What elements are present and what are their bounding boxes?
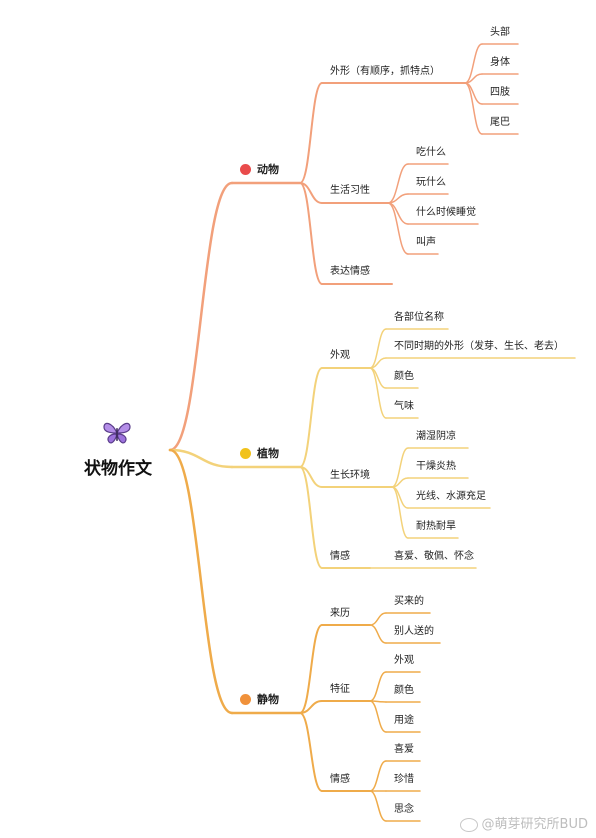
connector-line xyxy=(168,448,234,715)
connector-line xyxy=(369,624,387,644)
connector-line xyxy=(387,163,409,204)
connector-line xyxy=(369,612,387,626)
object-origin: 来历 xyxy=(330,608,350,619)
object-features-item: 外观 xyxy=(394,655,414,666)
animal-appearance-item: 尾巴 xyxy=(490,117,510,128)
connector-line xyxy=(369,760,387,792)
root-title: 状物作文 xyxy=(84,459,152,479)
object-emotion-item: 思念 xyxy=(394,804,414,815)
animal-dot xyxy=(240,164,251,175)
object-dot xyxy=(240,694,251,705)
object-emotion-item: 喜爱 xyxy=(394,744,414,755)
connector-line xyxy=(464,82,483,135)
connector-line xyxy=(168,181,234,452)
plant-environment-item: 干燥炎热 xyxy=(416,461,456,472)
connector-line xyxy=(369,700,387,733)
plant-environment: 生长环境 xyxy=(330,470,370,481)
object-emotion-item: 珍惜 xyxy=(394,774,414,785)
animal-appearance: 外形（有顺序，抓特点） xyxy=(330,66,440,77)
object-emotion: 情感 xyxy=(330,774,350,785)
plant-appearance-item: 各部位名称 xyxy=(394,312,444,323)
object-origin-item: 别人送的 xyxy=(394,626,434,637)
connector-line xyxy=(369,367,387,419)
animal-habits-item: 玩什么 xyxy=(416,177,446,188)
butterfly-icon xyxy=(103,422,131,444)
plant-environment-item: 潮湿阴凉 xyxy=(416,431,456,442)
connector-line xyxy=(299,367,323,468)
watermark: @萌芽研究所BUD xyxy=(459,813,588,832)
connector-line xyxy=(299,82,323,184)
plant-appearance-item: 气味 xyxy=(394,401,414,412)
connector-line xyxy=(464,43,483,84)
connector-line xyxy=(168,448,234,469)
plant-environment-item: 耐热耐旱 xyxy=(416,521,456,532)
connector-line xyxy=(369,671,387,702)
animal-habits-item: 叫声 xyxy=(416,237,436,248)
plant-dot xyxy=(240,448,251,459)
object-origin-item: 买来的 xyxy=(394,596,424,607)
plant-emotion-item: 喜爱、敬佩、怀念 xyxy=(394,551,474,562)
object-features: 特征 xyxy=(330,684,350,695)
connector-line xyxy=(299,466,323,569)
object-features-item: 颜色 xyxy=(394,685,414,696)
connector-line xyxy=(369,328,387,369)
weibo-logo-icon xyxy=(459,817,478,832)
connector-line xyxy=(391,486,409,539)
animal-appearance-item: 身体 xyxy=(490,57,510,68)
connector-line xyxy=(299,182,323,285)
plant-appearance-item: 颜色 xyxy=(394,371,414,382)
animal-habits-item: 吃什么 xyxy=(416,147,446,158)
watermark-text: @萌芽研究所BUD xyxy=(481,817,588,832)
category-animal: 动物 xyxy=(257,163,279,176)
plant-appearance-item: 不同时期的外形（发芽、生长、老去） xyxy=(394,341,564,352)
connector-line xyxy=(299,624,323,714)
object-features-item: 用途 xyxy=(394,715,414,726)
animal-appearance-item: 头部 xyxy=(490,27,510,38)
animal-habits: 生活习性 xyxy=(330,185,370,196)
connector-line xyxy=(387,202,409,225)
animal-emotion: 表达情感 xyxy=(330,266,370,277)
animal-appearance-item: 四肢 xyxy=(490,87,510,98)
connector-line xyxy=(387,202,409,255)
plant-appearance: 外观 xyxy=(330,350,350,361)
category-object: 静物 xyxy=(257,693,279,706)
plant-emotion: 情感 xyxy=(330,551,350,562)
connector-line xyxy=(299,712,323,792)
category-plant: 植物 xyxy=(257,447,279,460)
connector-line xyxy=(369,790,387,822)
animal-habits-item: 什么时候睡觉 xyxy=(416,207,476,218)
connector-line xyxy=(299,700,323,714)
connector-line xyxy=(391,447,409,488)
plant-environment-item: 光线、水源充足 xyxy=(416,491,486,502)
